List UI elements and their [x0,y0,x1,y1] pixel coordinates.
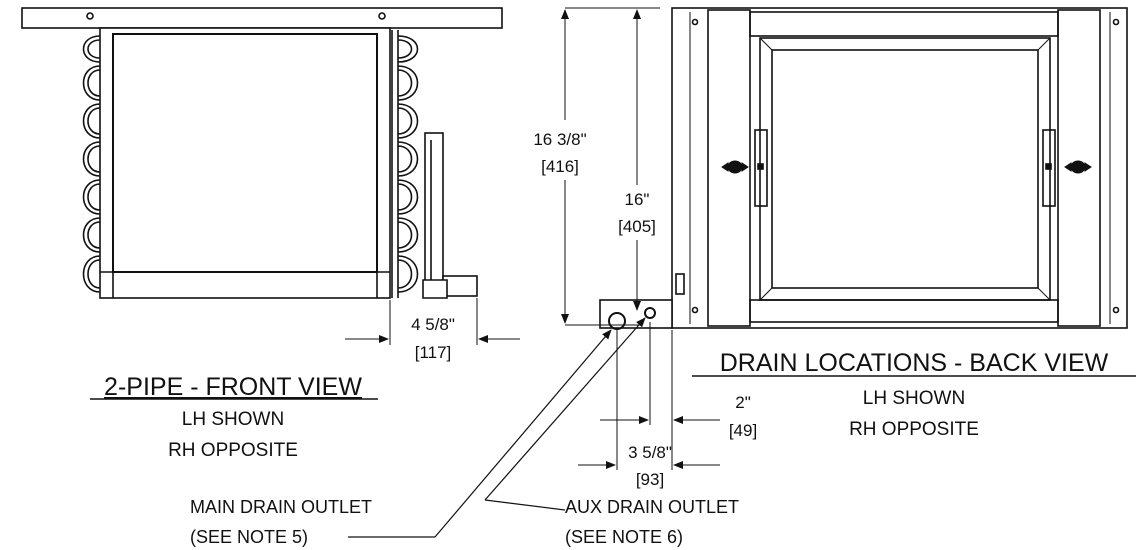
back-view-note-rh: RH OPPOSITE [849,419,979,440]
front-view-title: 2-PIPE - FRONT VIEW [104,373,362,401]
latch-knob-right [1064,160,1092,174]
back-view-drawing [348,7,1128,538]
latch-knob-left [721,160,749,174]
front-dim-mm: [117] [415,343,452,362]
left-coil-bends [82,35,101,293]
aux-drain-note: (SEE NOTE 6) [565,527,683,547]
back-dim-aux-inches: 2" [735,393,751,412]
aux-drain-label: AUX DRAIN OUTLET [565,497,739,517]
back-dim-main-inches: 3 5/8" [628,443,672,462]
front-view-note-lh: LH SHOWN [182,409,284,430]
main-drain-note: (SEE NOTE 5) [190,527,308,547]
back-dim-inner-inches: 16" [625,190,650,209]
front-view-note-rh: RH OPPOSITE [168,440,298,461]
right-coil-bends [391,30,419,298]
front-dim-inches: 4 5/8" [411,315,455,334]
back-dim-inner-mm: [405] [618,217,656,236]
main-drain-label: MAIN DRAIN OUTLET [190,497,372,517]
back-view-title: DRAIN LOCATIONS - BACK VIEW [720,349,1109,377]
front-view-drawing [21,7,520,345]
back-dim-aux-mm: [49] [729,421,757,440]
back-view-note-lh: LH SHOWN [863,388,965,409]
back-dim-outer-inches: 16 3/8" [533,130,586,149]
back-dim-main-mm: [93] [636,470,664,489]
back-dim-outer-mm: [416] [541,157,579,176]
